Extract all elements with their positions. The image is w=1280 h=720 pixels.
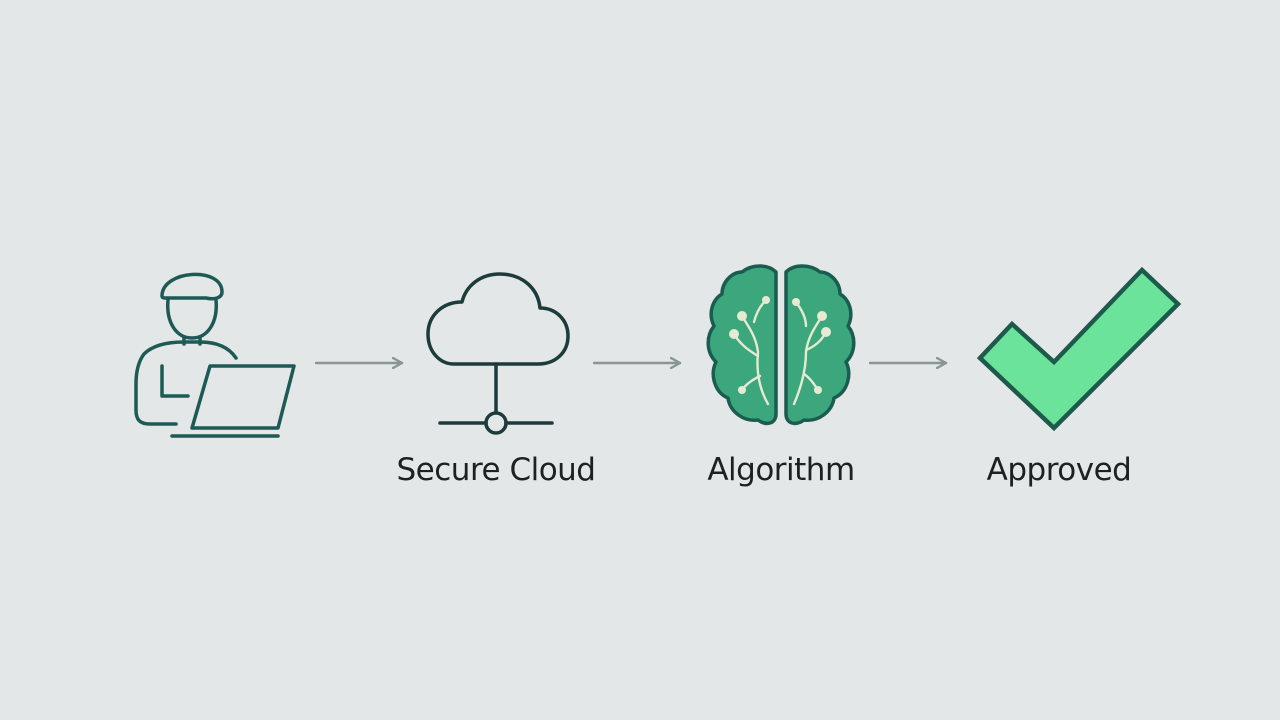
step-label-approved: Approved xyxy=(986,452,1132,488)
secure-cloud-icon xyxy=(426,272,570,435)
checkmark-icon xyxy=(976,266,1182,432)
brain-algorithm-icon xyxy=(706,264,856,426)
user-laptop-icon xyxy=(134,272,296,438)
step-label-secure-cloud: Secure Cloud xyxy=(396,452,596,488)
step-label-algorithm: Algorithm xyxy=(707,452,855,488)
